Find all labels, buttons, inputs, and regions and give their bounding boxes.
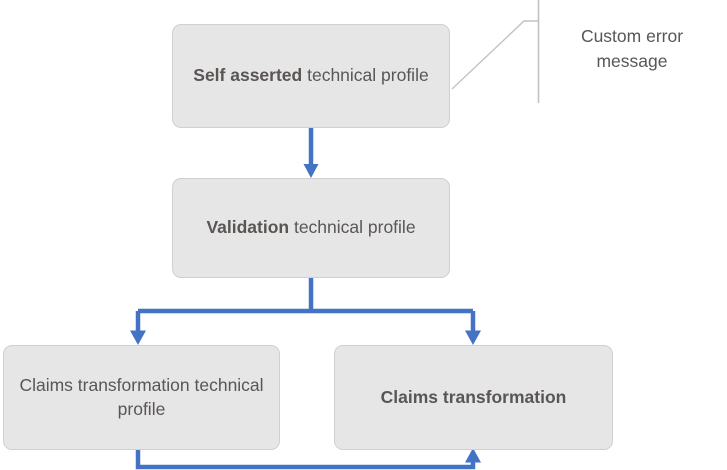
node-label-rest: Claims transformation technical profile [19,374,264,419]
node-label: Validation technical profile [187,216,435,240]
node-label-rest: technical profile [289,217,416,238]
node-label-bold: Self asserted [193,65,303,86]
claims-transformation-node[interactable]: Claims transformation [334,345,613,450]
connector-claims-left-to-claims-right [135,448,481,470]
annotation-line-1: Custom error [580,26,684,46]
node-label: Claims transformation technical profile [18,374,265,421]
connector-validation-branch [130,278,481,345]
annotation-leader-line [451,0,540,103]
node-label-rest: technical profile [302,65,429,86]
arrowhead-loop-up [465,448,481,463]
node-label: Self asserted technical profile [187,64,435,88]
node-label-bold: Claims transformation [380,386,567,407]
arrowhead-to-claims-left [130,330,146,345]
validation-technical-profile-node[interactable]: Validation technical profile [172,178,450,278]
custom-error-message-annotation: Custom error message [552,24,712,73]
arrowhead-to-claims-right [465,330,481,345]
connector-self-asserted-to-validation [303,128,319,178]
node-label-bold: Validation [206,217,290,238]
self-asserted-technical-profile-node[interactable]: Self asserted technical profile [172,24,450,128]
node-label: Claims transformation [349,386,598,410]
annotation-line-2: message [596,50,668,71]
claims-transformation-technical-profile-node[interactable]: Claims transformation technical profile [3,345,280,450]
